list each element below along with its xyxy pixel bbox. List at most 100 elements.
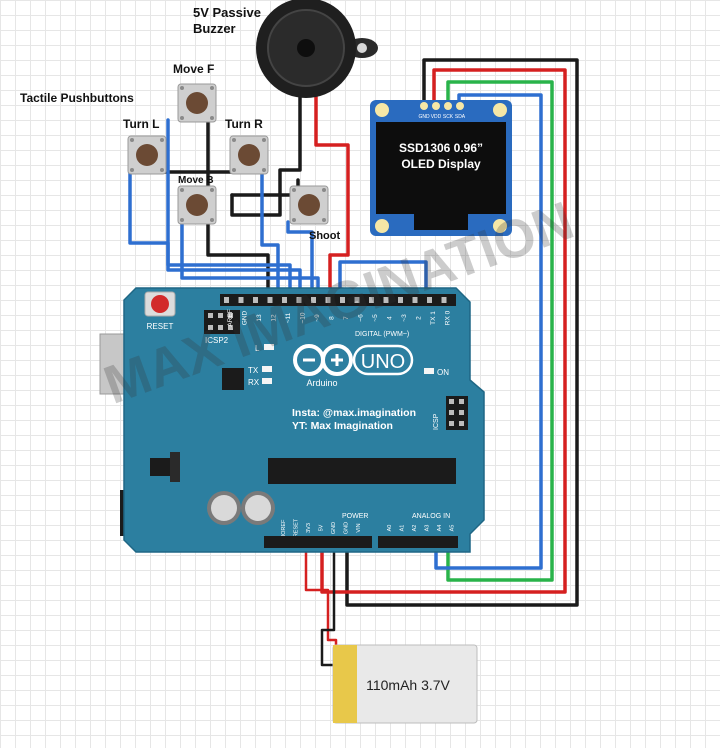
wire-led-extra: [338, 260, 428, 300]
wire-oled-vdd: [320, 68, 567, 594]
credit-instagram: Insta: @max.imagination: [292, 407, 416, 419]
digital-label: DIGITAL (PWM~): [355, 331, 409, 338]
digital-pin: [238, 297, 244, 303]
battery-label: 110mAh 3.7V: [366, 677, 450, 693]
analog-pin-label: A3: [425, 525, 431, 532]
power-pin-label: 5V: [319, 524, 325, 531]
wire-move-f: [166, 118, 302, 300]
button-move-f: [177, 83, 217, 123]
digital-pin-label: ~5: [372, 314, 379, 322]
digital-pin-label: ~11: [285, 312, 292, 323]
digital-pin: [296, 297, 302, 303]
button-turn-l: [127, 135, 167, 175]
analog-pin-label: A1: [400, 525, 406, 532]
wire-buzzer-black: [230, 93, 302, 217]
label-turn-r: Turn R: [225, 117, 263, 131]
analog-label: ANALOG IN: [412, 513, 450, 520]
digital-pin-label: RX 0: [445, 310, 452, 325]
wire-oled-gnd: [345, 58, 579, 607]
digital-pin: [325, 297, 331, 303]
buttons-title: Tactile Pushbuttons: [20, 91, 134, 105]
digital-pin-label: TX 1: [430, 311, 437, 325]
oled-pin-sda: [456, 102, 464, 110]
wire-battery-red: [304, 538, 338, 652]
digital-pin-label: 13: [256, 314, 263, 322]
button-turn-r: [229, 135, 269, 175]
led-on-label: ON: [437, 368, 449, 377]
icsp-label: ICSP: [433, 413, 440, 430]
reset-label: RESET: [147, 322, 174, 331]
oled-pin-gnd: [420, 102, 428, 110]
power-pin-label: VIN: [356, 523, 362, 532]
oled-pin-label: VDD: [431, 114, 442, 120]
digital-pin: [311, 297, 316, 303]
digital-pin-label: 4: [387, 316, 394, 320]
oled-pin-label: SDA: [455, 114, 466, 120]
button-shoot: [289, 185, 329, 225]
lipo-battery: 110mAh 3.7V: [332, 644, 478, 724]
digital-pin-label: 2: [416, 316, 423, 320]
oled-pin-vdd: [432, 102, 440, 110]
icsp2-pins: [208, 313, 233, 330]
pushbuttons: [127, 83, 329, 225]
label-move-b: Move B: [178, 175, 214, 186]
power-pin-label: RESET: [294, 518, 300, 537]
digital-pin-label: ~6: [358, 314, 365, 322]
digital-pin-label: ~3: [401, 314, 408, 322]
buzzer: [256, 0, 378, 98]
digital-pin: [398, 297, 403, 303]
digital-pin: [369, 297, 374, 303]
buzzer-label-line2: Buzzer: [193, 21, 236, 36]
oled-pin-sck: [444, 102, 452, 110]
icsp2-label: ICSP2: [205, 336, 229, 345]
label-move-f: Move F: [173, 62, 215, 76]
digital-pin: [282, 297, 287, 303]
power-label: POWER: [342, 513, 368, 520]
digital-pin-label: GND: [242, 310, 249, 325]
led-rx-label: RX: [248, 378, 260, 387]
digital-pin: [441, 297, 447, 303]
digital-pin-label: 12: [271, 314, 278, 322]
wire-battery-black: [320, 538, 338, 667]
digital-pin: [340, 297, 345, 303]
wire-oled-sck: [446, 80, 554, 582]
wire-buzzer-red: [314, 93, 350, 300]
digital-pin: [354, 297, 360, 303]
button-move-b: [177, 185, 217, 225]
buzzer-label: 5V Passive Buzzer: [193, 5, 261, 37]
power-pin-label: IOREF: [281, 519, 287, 536]
digital-pin-label: AREF: [227, 309, 234, 326]
digital-pin: [383, 297, 389, 303]
buzzer-label-line1: 5V Passive: [193, 5, 261, 20]
arduino-brand: Arduino: [306, 378, 337, 388]
wire-shoot: [286, 220, 314, 300]
digital-pin: [253, 297, 258, 303]
label-turn-l: Turn L: [123, 117, 160, 131]
wires: [128, 58, 579, 667]
oled-title-line1: SSD1306 0.96”: [399, 141, 483, 155]
analog-pin-label: A0: [387, 525, 393, 532]
label-shoot: Shoot: [309, 230, 341, 242]
led-l-label: L: [255, 344, 260, 353]
led-tx-label: TX: [248, 366, 259, 375]
power-pin-label: GND: [344, 522, 350, 534]
analog-pin-label: A4: [437, 525, 443, 532]
credit-youtube: YT: Max Imagination: [292, 420, 393, 432]
power-pin-label: 3V3: [306, 523, 312, 533]
uno-logo-text: UNO: [361, 351, 405, 373]
digital-pin-label: ~10: [300, 312, 307, 323]
digital-pin: [267, 297, 273, 303]
digital-pin-label: 7: [343, 316, 350, 320]
arduino-logo: [293, 344, 353, 376]
digital-pin: [427, 297, 432, 303]
oled-pin-label: SCK: [443, 114, 454, 120]
wire-oled-sda: [434, 93, 543, 570]
analog-pin-label: A5: [450, 525, 456, 532]
oled-title-line2: OLED Display: [401, 157, 481, 171]
